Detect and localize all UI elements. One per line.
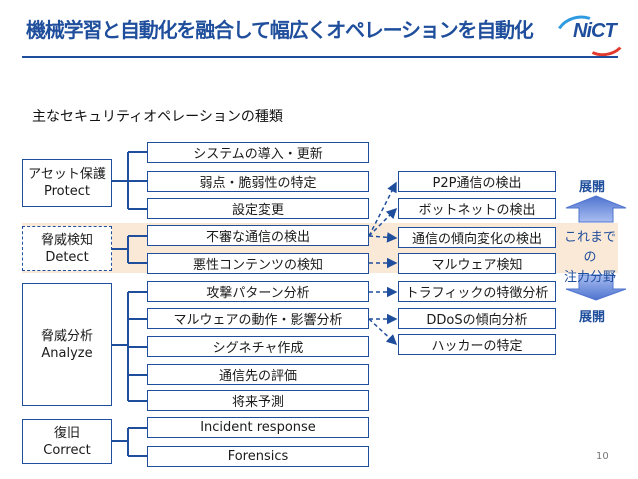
category-correct-en: Correct (43, 442, 91, 458)
category-detect: 脅威検知 Detect (22, 226, 112, 271)
expand-top-label: 展開 (579, 180, 606, 195)
operation-item: 攻撃パターン分析 (147, 281, 369, 302)
expansion-item: トラフィックの特徴分析 (398, 281, 556, 302)
operation-item: Incident response (147, 417, 369, 438)
operation-item: 設定変更 (147, 198, 369, 219)
logo-text: NiCT (573, 20, 617, 42)
operation-item: マルウェアの動作・影響分析 (147, 308, 369, 329)
protect-bracket (112, 151, 147, 210)
category-protect-ja: アセット保護 (28, 167, 106, 182)
expansion-item: 通信の傾向変化の検出 (398, 227, 556, 248)
expansion-item: P2P通信の検出 (398, 171, 556, 192)
analyze-bracket (112, 291, 147, 402)
expansion-item: ハッカーの特定 (398, 334, 556, 355)
expansion-item: ボットネットの検出 (398, 198, 556, 219)
operation-item: 悪性コンテンツの検知 (147, 253, 369, 274)
category-detect-en: Detect (45, 249, 89, 265)
operation-item: Forensics (147, 446, 369, 467)
operation-item: 将来予測 (147, 390, 369, 411)
category-analyze-ja: 脅威分析 (40, 328, 93, 344)
expand-down-arrow (565, 274, 627, 301)
category-protect-en: Protect (44, 184, 90, 199)
operation-item: 不審な通信の検出 (147, 225, 369, 246)
title-rule (22, 56, 618, 58)
category-protect: アセット保護 Protect (22, 159, 112, 207)
category-detect-ja: 脅威検知 (40, 232, 93, 248)
detect-bracket (112, 235, 147, 264)
focus-area-label: これまでの 注力分野 (562, 228, 618, 288)
expand-bottom-label: 展開 (579, 310, 606, 325)
operation-item: システムの導入・更新 (147, 142, 369, 163)
dashed-arrows (368, 181, 398, 346)
focus-area-line2: 注力分野 (563, 270, 616, 285)
slide-title: 機械学習と自動化を融合して幅広くオペレーションを自動化 (26, 18, 534, 42)
operation-item: 通信先の評価 (147, 364, 369, 385)
category-analyze-en: Analyze (41, 345, 93, 361)
category-correct: 復旧 Correct (22, 419, 112, 464)
page-number: 10 (596, 451, 609, 462)
subtitle: 主なセキュリティオペレーションの種類 (32, 109, 283, 125)
nict-logo: NiCT (550, 9, 628, 60)
expand-up-arrow (565, 195, 627, 223)
operation-item: シグネチャ作成 (147, 336, 369, 357)
category-correct-ja: 復旧 (53, 425, 80, 441)
correct-bracket (112, 427, 147, 457)
operation-item: 弱点・脆弱性の特定 (147, 171, 369, 192)
focus-area-line1: これまでの (563, 230, 616, 265)
expansion-item: マルウェア検知 (398, 253, 556, 274)
expansion-item: DDoSの傾向分析 (398, 308, 556, 329)
category-analyze: 脅威分析 Analyze (22, 283, 112, 406)
